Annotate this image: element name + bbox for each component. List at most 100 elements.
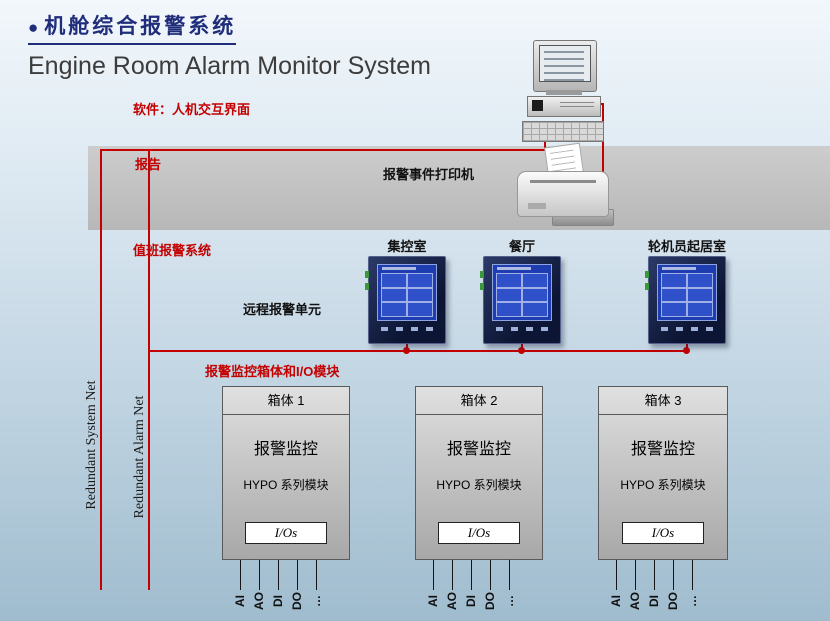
cabinet-title: 箱体 3 [599, 387, 727, 415]
cabinet-title: 箱体 1 [223, 387, 349, 415]
cabinet-function: 报警监控 [446, 441, 511, 458]
room-label-engineer: 轮机员起居室 [647, 239, 726, 254]
page-title-zh: ● 机舱综合报警系统 [28, 10, 237, 45]
io-channel-label: AI [609, 595, 623, 607]
remote-alarm-panel-1 [365, 256, 446, 344]
label-software: 软件：人机交互界面 [133, 102, 251, 117]
io-channel-label: AO [252, 592, 266, 610]
printer-drop-line [602, 103, 604, 191]
io-channel-label: … [309, 595, 323, 607]
remote-alarm-panel-3 [645, 256, 726, 344]
label-cabinet-section: 报警监控箱体和I/O模块 [205, 364, 340, 379]
pc-logo-icon [532, 100, 543, 111]
cabinet-module: HYPO 系列模块 [436, 478, 522, 492]
io-channel-label: AO [445, 592, 459, 610]
panel-screen-grid [496, 273, 548, 317]
io-channel-label: DI [271, 595, 285, 607]
io-line [509, 560, 510, 590]
io-line [673, 560, 674, 590]
panel-screen-title [662, 267, 696, 270]
io-line [316, 560, 317, 590]
io-box: I/Os [438, 522, 520, 544]
junction-dot-panel2 [518, 347, 525, 354]
label-redundant-system-net: Redundant System Net [84, 380, 99, 510]
cabinet-function: 报警监控 [253, 441, 318, 458]
label-report: 报告 [135, 157, 162, 172]
io-channel-label: … [685, 595, 699, 607]
panel-screen-grid [661, 273, 713, 317]
io-line [297, 560, 298, 590]
page-title-zh-text: 机舱综合报警系统 [44, 15, 237, 38]
junction-dot-panel1 [403, 347, 410, 354]
io-line [471, 560, 472, 590]
label-printer: 报警事件打印机 [383, 167, 475, 182]
cabinet-module: HYPO 系列模块 [620, 478, 706, 492]
io-channel-label: DI [647, 595, 661, 607]
io-channel-label: DI [464, 595, 478, 607]
io-line [278, 560, 279, 590]
panel-screen-grid [381, 273, 433, 317]
printer-slot [530, 180, 596, 183]
monitor-icon [533, 40, 597, 92]
io-channel-label: DO [666, 592, 680, 610]
io-line [654, 560, 655, 590]
room-label-dining: 餐厅 [508, 239, 535, 254]
label-remote-unit: 远程报警单元 [243, 302, 322, 317]
net-line-alarm [148, 149, 150, 590]
pc-vents [560, 102, 594, 110]
io-line [490, 560, 491, 590]
io-channel-label: AO [628, 592, 642, 610]
hmi-drop-line [544, 139, 546, 151]
printer-icon [517, 171, 609, 217]
connector-pin [480, 283, 484, 290]
page-title-en: Engine Room Alarm Monitor System [28, 52, 431, 80]
panel-screen [657, 264, 717, 321]
connector-pin [645, 283, 649, 290]
panel-bus-line [149, 350, 688, 352]
io-channel-label: AI [233, 595, 247, 607]
connector-pin [645, 271, 649, 278]
label-duty-system: 值班报警系统 [133, 243, 212, 258]
io-line [452, 560, 453, 590]
cabinet-module: HYPO 系列模块 [243, 478, 329, 492]
pc-unit-icon [527, 96, 601, 117]
io-box: I/Os [622, 522, 704, 544]
bullet-icon: ● [28, 18, 39, 37]
io-channel-label: DO [290, 592, 304, 610]
connector-pin [480, 271, 484, 278]
panel-screen-title [382, 267, 416, 270]
printer-control-panel [528, 203, 546, 209]
cabinet-function: 报警监控 [630, 441, 695, 458]
room-label-control: 集控室 [387, 239, 427, 254]
io-line [692, 560, 693, 590]
monitor-screen [539, 45, 591, 82]
io-channel-label: DO [483, 592, 497, 610]
panel-screen-title [497, 267, 531, 270]
io-channel-label: … [502, 595, 516, 607]
label-redundant-alarm-net: Redundant Alarm Net [132, 395, 147, 519]
cabinet-1: 箱体 1 报警监控 HYPO 系列模块 I/Os [222, 386, 350, 560]
cabinet-3: 箱体 3 报警监控 HYPO 系列模块 I/Os [598, 386, 728, 560]
keyboard-icon [522, 121, 604, 142]
io-line [433, 560, 434, 590]
panel-screen [377, 264, 437, 321]
report-band [88, 146, 830, 230]
panel-buttons [492, 327, 552, 331]
panel-screen [492, 264, 552, 321]
io-channel-label: AI [426, 595, 440, 607]
panel-buttons [377, 327, 437, 331]
connector-pin [365, 283, 369, 290]
net-line-system [100, 149, 102, 590]
cabinet-2: 箱体 2 报警监控 HYPO 系列模块 I/Os [415, 386, 543, 560]
net-line-top [100, 149, 546, 151]
panel-buttons [657, 327, 717, 331]
cabinet-title: 箱体 2 [416, 387, 542, 415]
junction-dot-panel3 [683, 347, 690, 354]
io-line [635, 560, 636, 590]
io-line [240, 560, 241, 590]
connector-pin [365, 271, 369, 278]
io-line [259, 560, 260, 590]
io-line [616, 560, 617, 590]
monitor-base [546, 90, 582, 95]
